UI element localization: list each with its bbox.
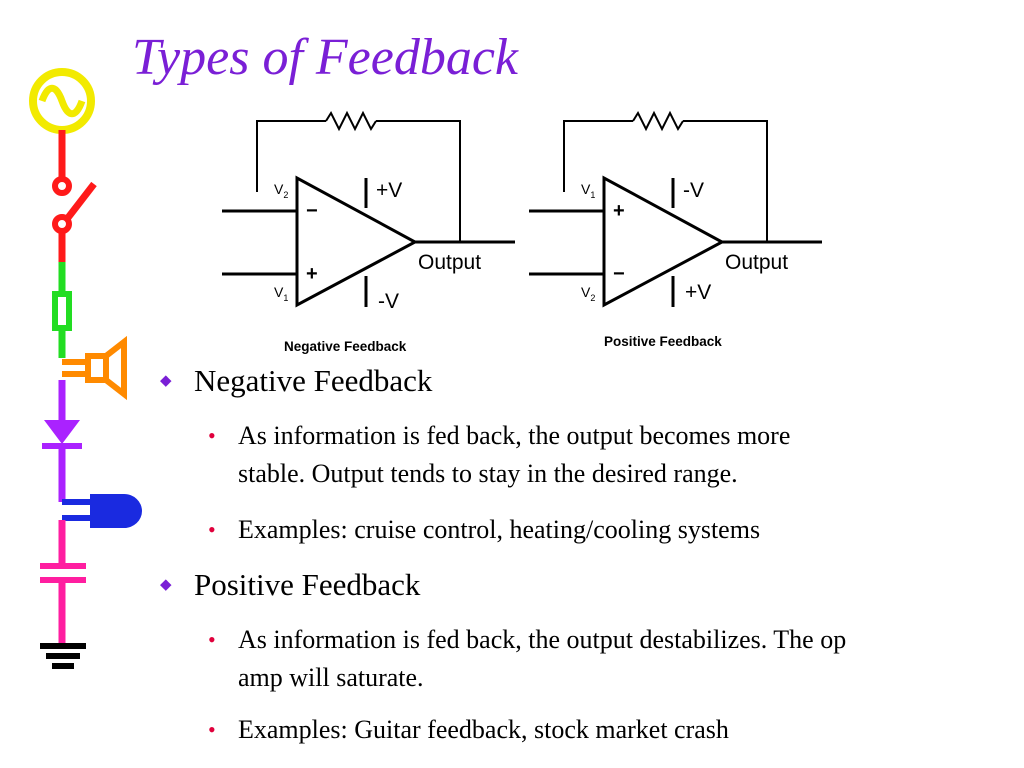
feedback-resistor xyxy=(563,110,768,242)
dot-bullet-icon: • xyxy=(208,717,216,742)
top-supply-label: -V xyxy=(683,179,704,202)
circuit-decoration xyxy=(29,68,142,669)
bottom-supply-label: -V xyxy=(378,290,399,313)
bottom-input-label: V1 xyxy=(274,284,288,303)
positive-feedback-diagram: V1 + V2 − -V +V Output xyxy=(529,110,822,308)
diamond-bullet-icon: ◆ xyxy=(160,373,172,389)
top-input-sign: − xyxy=(306,200,318,222)
dot-bullet-icon: • xyxy=(208,627,216,652)
speaker-icon xyxy=(62,335,127,401)
lamp-icon xyxy=(62,494,142,528)
slide-title: Types of Feedback xyxy=(132,29,518,86)
negative-feedback-caption: Negative Feedback xyxy=(284,339,407,354)
diamond-bullet-icon: ◆ xyxy=(160,577,172,593)
top-input-label: V1 xyxy=(581,181,595,200)
dot-bullet-icon: • xyxy=(208,517,216,542)
top-supply-label: +V xyxy=(376,179,402,202)
bottom-input-sign: − xyxy=(613,263,625,285)
bottom-input-sign: + xyxy=(306,263,318,285)
opamp-triangle xyxy=(295,175,419,308)
output-label: Output xyxy=(418,251,481,274)
top-input-label: V2 xyxy=(274,181,288,200)
bottom-supply-label: +V xyxy=(685,281,711,304)
feedback-resistor xyxy=(256,110,461,242)
ground-icon xyxy=(40,643,86,669)
opamp-triangle xyxy=(602,175,726,308)
negative-feedback-diagram: V2 − V1 + +V -V Output xyxy=(222,110,515,313)
bottom-input-label: V2 xyxy=(581,284,595,303)
dot-bullet-icon: • xyxy=(208,423,216,448)
top-input-sign: + xyxy=(613,200,625,222)
positive-feedback-caption: Positive Feedback xyxy=(604,334,722,349)
output-label: Output xyxy=(725,251,788,274)
